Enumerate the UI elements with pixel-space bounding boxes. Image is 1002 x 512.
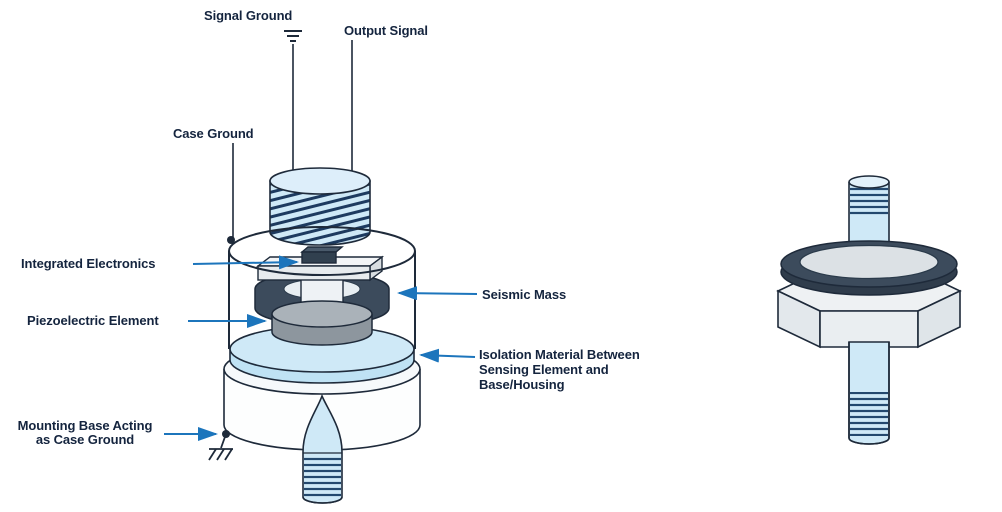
arrow-seismic-mass [397,286,478,301]
label-seismic-mass: Seismic Mass [482,287,567,302]
assembled-sensor [776,175,962,445]
label-integrated-electronics: Integrated Electronics [21,256,156,271]
bottom-mounting-stud [302,393,343,504]
earth-ground-icon [284,30,302,42]
label-output-signal: Output Signal [344,23,428,38]
callout-arrows [164,255,478,441]
label-mounting-base: Mounting Base Acting as Case Ground [17,418,153,447]
top-stud [848,175,890,248]
label-piezoelectric-element: Piezoelectric Element [27,313,159,328]
top-cap-ring [780,240,958,296]
electronics-chip-top [300,246,344,253]
chassis-ground-icon [208,433,233,461]
electronics-chip [301,251,337,264]
label-isolation-material: Isolation Material Between Sensing Eleme… [479,347,640,392]
case-ground-dot [227,236,235,244]
connector-cap [269,167,371,246]
arrow-isolation-material [419,348,476,363]
label-signal-ground: Signal Ground [204,8,293,23]
accelerometer-cross-section [164,30,478,504]
label-case-ground: Case Ground [173,126,254,141]
arrow-integrated-electronics [192,255,299,270]
bottom-stud [848,341,890,445]
piezoelectric-element-ring [271,300,373,346]
